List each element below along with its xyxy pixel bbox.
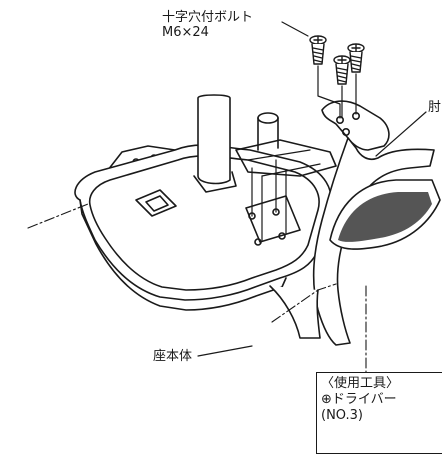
diagram-drawing xyxy=(27,21,441,373)
bolt xyxy=(333,55,351,85)
bolt xyxy=(309,35,327,65)
assembly-diagram: 十字穴付ボルト M6×24 肘 座本体 〈使用工具〉 ⊕ドライバー (NO.3) xyxy=(27,10,442,454)
bolt xyxy=(347,43,365,73)
tool-size: (NO.3) xyxy=(321,408,363,423)
seat-bolt-hole xyxy=(278,232,286,240)
seat-bolt-hole xyxy=(254,238,262,246)
alignment-lines xyxy=(247,149,321,177)
seat-rim xyxy=(88,155,320,291)
centerline xyxy=(271,283,337,323)
tool-box-title: 〈使用工具〉 xyxy=(321,376,400,391)
seat-leader xyxy=(197,345,253,357)
seat-body-label: 座本体 xyxy=(153,349,193,364)
bolt-insertion-lines xyxy=(317,65,357,119)
bolt-spec-label: M6×24 xyxy=(162,25,209,40)
mechanism-plate xyxy=(235,139,337,177)
armrest-label: 肘 xyxy=(428,100,442,115)
support-stem xyxy=(269,285,321,339)
tool-name: ⊕ドライバー xyxy=(321,392,397,407)
armrest-bracket xyxy=(321,100,390,151)
armrest-hole xyxy=(341,128,350,137)
centerline xyxy=(27,203,89,229)
seat-recess-inner xyxy=(145,195,169,212)
tool-callout-box: 〈使用工具〉 ⊕ドライバー (NO.3) xyxy=(316,372,442,454)
armrest-leader xyxy=(375,111,427,157)
gas-column xyxy=(197,94,231,185)
column-base xyxy=(193,171,237,193)
seat-recess xyxy=(135,189,177,217)
hole-plate xyxy=(245,195,301,243)
alignment-lines xyxy=(251,159,287,241)
armrest-arm xyxy=(312,137,435,346)
armrest-pad-shade xyxy=(338,192,432,242)
seat-edge xyxy=(79,199,287,311)
bolt-name-label: 十字穴付ボルト xyxy=(162,10,254,25)
seat-body xyxy=(74,144,332,301)
mechanism-boss xyxy=(257,112,279,124)
bolt-leader xyxy=(281,21,309,37)
